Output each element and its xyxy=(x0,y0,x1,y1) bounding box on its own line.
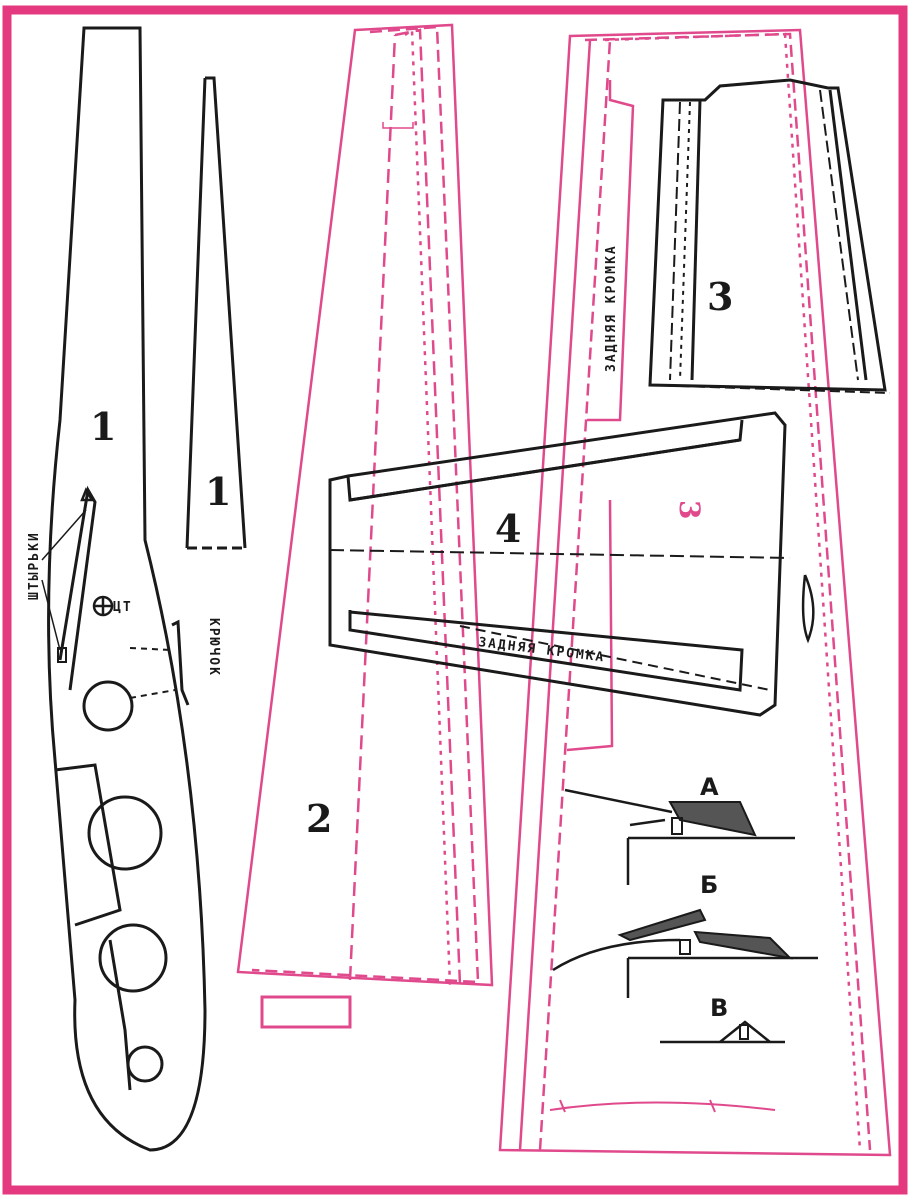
stabilizer-pink-number-label: 3 xyxy=(673,500,706,519)
fin-part xyxy=(185,76,247,550)
section-a-label: А xyxy=(700,773,719,801)
tailplane-part xyxy=(328,411,815,717)
pins-label: ШТЫРЬКИ xyxy=(27,531,42,600)
cg-label: ЦТ xyxy=(113,600,133,615)
cg-symbol xyxy=(92,595,114,617)
stabilizer-small-part xyxy=(648,78,891,394)
hook-label: КРЮЧОК xyxy=(206,618,221,677)
pins-leader-line xyxy=(41,509,87,561)
section-v-label: В xyxy=(710,994,728,1022)
pins-leader-line xyxy=(41,579,61,651)
fuselage-part xyxy=(47,26,207,1152)
wing-part xyxy=(236,23,494,1029)
fuselage-number-label: 1 xyxy=(90,404,116,449)
section-b-label: Б xyxy=(700,871,718,899)
trailing-edge-top-label: ЗАДНЯЯ КРОМКА xyxy=(604,244,619,372)
section-details xyxy=(552,788,818,1044)
tailplane-number-label: 4 xyxy=(495,506,521,551)
stabilizer-pink-part xyxy=(498,28,892,1157)
fin-number-label: 1 xyxy=(205,469,231,514)
sheet-frame xyxy=(2,5,908,1195)
wing-number-label: 2 xyxy=(306,796,332,841)
stabilizer-small-number-label: 3 xyxy=(707,274,733,319)
